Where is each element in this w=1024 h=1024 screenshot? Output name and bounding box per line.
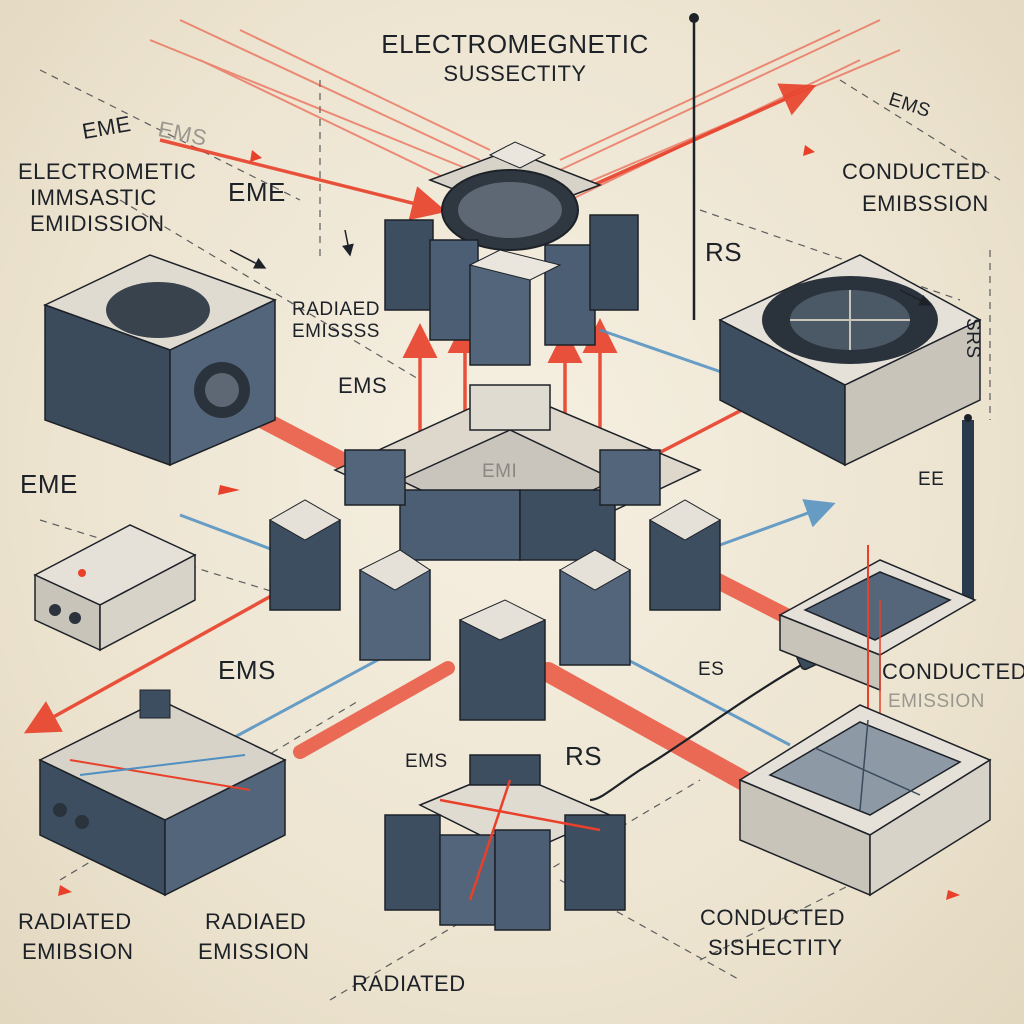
antenna-icon bbox=[689, 13, 699, 320]
label-radiated-emiss-2: EMISSSS bbox=[292, 321, 380, 342]
label-eme-mid: EME bbox=[228, 177, 286, 207]
red-markers bbox=[58, 145, 960, 900]
connector-cable bbox=[589, 659, 811, 802]
label-conducted-susc-2: SISHECTITY bbox=[708, 935, 843, 960]
label-ems-mid: EMS bbox=[338, 373, 388, 398]
label-left-title-1: ELECTROMETIC bbox=[18, 159, 197, 184]
title-line-1: ELECTROMEGNETIC bbox=[381, 29, 649, 59]
heatsink-lower-icon bbox=[38, 689, 287, 897]
label-eme-left: EME bbox=[20, 469, 78, 499]
label-side-vertical: SRS bbox=[962, 318, 983, 359]
label-conducted-right-1: CONDUCTED bbox=[882, 659, 1024, 684]
ink-arrows bbox=[229, 229, 932, 306]
label-radiated-emission-2a: RADIAED bbox=[205, 909, 307, 934]
label-conducted-right-2: EMISSION bbox=[888, 691, 985, 712]
tray-right bbox=[738, 704, 992, 897]
red-signal-arrows bbox=[23, 83, 817, 734]
label-left-title-3: EMIDISSION bbox=[30, 211, 165, 236]
antenna-right-icon bbox=[962, 414, 974, 600]
chip-icon bbox=[384, 141, 639, 366]
label-es-lower: ES bbox=[698, 659, 725, 680]
label-radiated-bottom: RADIATED bbox=[352, 971, 466, 996]
bottom-center-block bbox=[384, 754, 626, 931]
fan-icon bbox=[718, 254, 982, 467]
label-radiated-emission-2b: EMISSION bbox=[198, 939, 310, 964]
title-line-2: SUSSECTITY bbox=[443, 61, 587, 86]
label-radiated-emission-1b: EMIBSION bbox=[22, 939, 134, 964]
device-right bbox=[778, 545, 977, 770]
label-emi-center: EMI bbox=[482, 461, 518, 482]
label-radiated-emission-1a: RADIATED bbox=[18, 909, 132, 934]
label-radiated-emiss-1: RADIAED bbox=[292, 299, 380, 320]
label-conducted-emission-1: CONDUCTED bbox=[842, 159, 988, 184]
label-rs-mid: RS bbox=[705, 237, 743, 267]
label-rs-bottom: RS bbox=[565, 741, 603, 771]
emi-board bbox=[268, 384, 722, 721]
label-left-title-2: IMMSASTIC bbox=[30, 185, 157, 210]
module-left bbox=[33, 524, 197, 652]
label-conducted-susc-1: CONDUCTED bbox=[700, 905, 846, 930]
label-conducted-emission-2: EMIBSSION bbox=[862, 191, 989, 216]
heatsink-icon bbox=[43, 254, 277, 467]
label-ee-right: EE bbox=[918, 469, 945, 490]
label-ems-lower-left: EMS bbox=[218, 655, 276, 685]
label-ems-bottom: EMS bbox=[405, 751, 448, 772]
